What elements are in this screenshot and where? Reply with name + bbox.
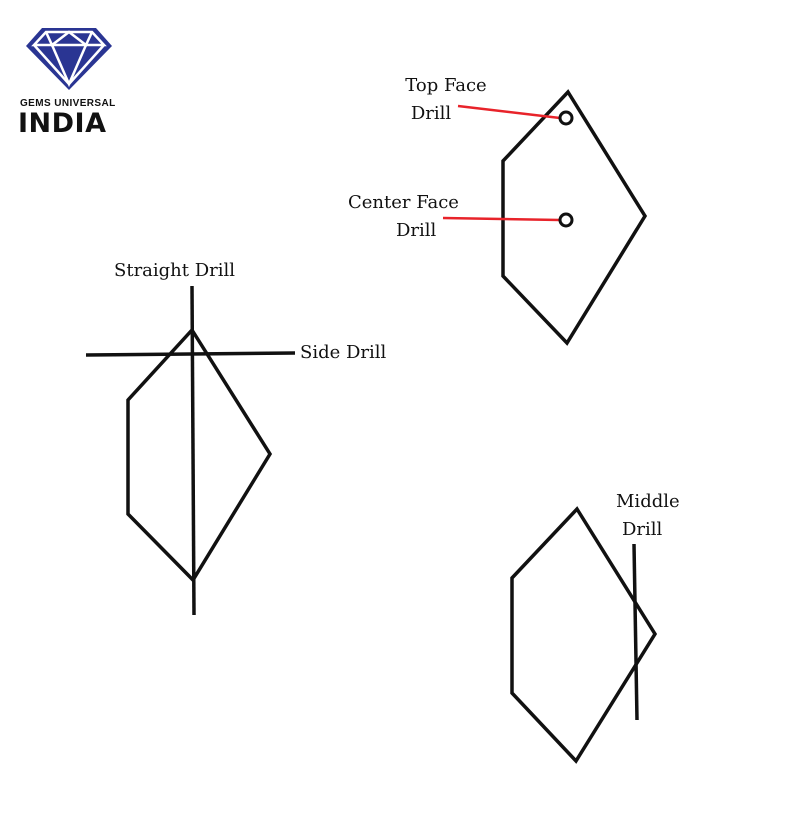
straight-drill-label: Straight Drill: [114, 260, 236, 281]
straight-drill-line: [190, 285, 196, 616]
gem-outline-straight-side: [126, 327, 273, 583]
center-face-drill-label-line2: Drill: [396, 220, 437, 241]
top-face-drill-label-line1: Top Face: [405, 75, 487, 96]
gem-outline-middle-drill: [510, 506, 658, 764]
logo-tagline: GEMS UNIVERSAL: [20, 98, 116, 109]
top-face-pointer: [457, 104, 561, 120]
middle-drill-label-line2: Drill: [622, 519, 663, 540]
center-face-drill-hole: [558, 212, 574, 228]
center-face-pointer: [442, 216, 561, 222]
middle-drill-label-line1: Middle: [616, 491, 680, 512]
side-drill-line: [85, 351, 296, 357]
top-face-drill-hole: [558, 110, 574, 126]
center-face-drill-label-line1: Center Face: [348, 192, 459, 213]
brand-logo: GEMS UNIVERSAL INDIA: [14, 26, 132, 140]
gem-outline-face-drills: [501, 89, 648, 346]
middle-drill-line: [632, 543, 639, 721]
gem-diamond-icon: [26, 28, 112, 90]
side-drill-label: Side Drill: [300, 342, 387, 363]
top-face-drill-label-line2: Drill: [410, 103, 452, 124]
logo-wordmark: INDIA: [18, 108, 107, 139]
